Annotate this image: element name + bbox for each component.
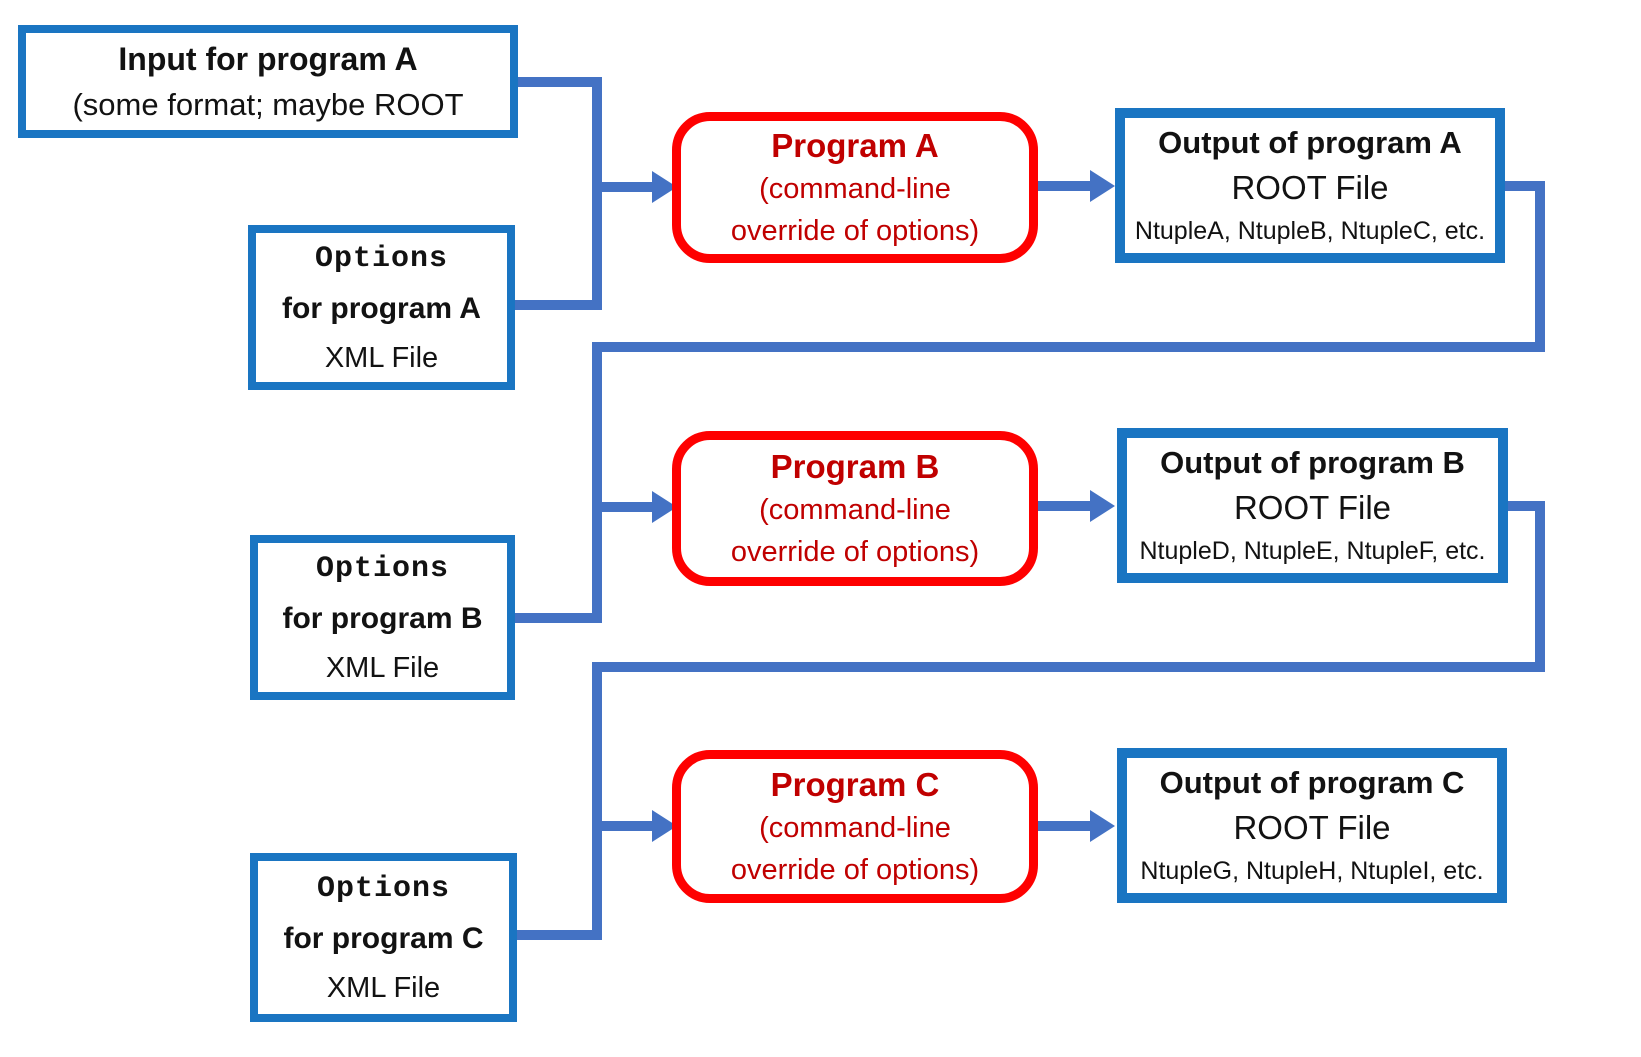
output-b-title: Output of program B: [1160, 444, 1465, 480]
program-a-note-line1: (command-line: [759, 172, 951, 205]
options-c-format: XML File: [326, 971, 441, 1004]
options-program-b-box: Options for program B XML File: [250, 535, 515, 700]
output-a-contents: NtupleA, NtupleB, NtupleC, etc.: [1134, 216, 1486, 245]
options-b-format: XML File: [325, 651, 440, 684]
input-a-subtitle: (some format; maybe ROOT: [72, 86, 464, 122]
output-c-contents: NtupleG, NtupleH, NtupleI, etc.: [1140, 856, 1484, 885]
program-c-note-line2: override of options): [730, 853, 980, 886]
output-program-c-box: Output of program C ROOT File NtupleG, N…: [1117, 748, 1507, 903]
options-a-format: XML File: [324, 341, 439, 374]
arrowhead-program-a-to-output-a-icon: [1090, 170, 1115, 202]
options-a-target: for program A: [282, 291, 481, 325]
arrowhead-program-b-to-output-b-icon: [1090, 490, 1115, 522]
input-a-title: Input for program A: [118, 40, 418, 77]
connector-output-b-and-options-c-to-program-c: [509, 501, 1545, 940]
options-program-a-box: Options for program A XML File: [248, 225, 515, 390]
options-c-name: Options: [316, 871, 451, 906]
output-b-file-type: ROOT File: [1233, 488, 1392, 526]
output-program-a-box: Output of program A ROOT File NtupleA, N…: [1115, 108, 1505, 263]
program-c-title: Program C: [770, 765, 940, 803]
program-c-note-line1: (command-line: [759, 811, 951, 844]
arrowhead-program-c-to-output-c-icon: [1090, 810, 1115, 842]
program-b-box: Program B (command-line override of opti…: [672, 431, 1038, 586]
arrowhead-into-program-c-icon: [652, 810, 677, 842]
options-b-name: Options: [315, 551, 450, 586]
output-c-title: Output of program C: [1159, 764, 1465, 800]
output-a-file-type: ROOT File: [1231, 168, 1389, 206]
output-a-title: Output of program A: [1158, 124, 1462, 160]
options-program-c-box: Options for program C XML File: [250, 853, 517, 1022]
options-b-target: for program B: [282, 601, 483, 635]
output-c-file-type: ROOT File: [1233, 808, 1391, 846]
connector-output-a-and-options-b-to-program-b: [508, 181, 1545, 623]
output-program-b-box: Output of program B ROOT File NtupleD, N…: [1117, 428, 1508, 583]
program-c-box: Program C (command-line override of opti…: [672, 750, 1038, 903]
options-a-name: Options: [314, 241, 449, 276]
program-a-box: Program A (command-line override of opti…: [672, 112, 1038, 263]
program-a-title: Program A: [771, 126, 939, 164]
program-b-title: Program B: [770, 447, 940, 485]
input-program-a-box: Input for program A (some format; maybe …: [18, 25, 518, 138]
arrowhead-into-program-a-icon: [652, 171, 677, 203]
program-b-note-line2: override of options): [730, 535, 980, 568]
connector-input-and-options-to-program-a: [505, 77, 602, 310]
options-c-target: for program C: [283, 921, 484, 955]
arrowhead-into-program-b-icon: [652, 491, 677, 523]
program-a-note-line2: override of options): [730, 214, 980, 247]
output-b-contents: NtupleD, NtupleE, NtupleF, etc.: [1139, 536, 1486, 565]
program-b-note-line1: (command-line: [759, 493, 951, 526]
